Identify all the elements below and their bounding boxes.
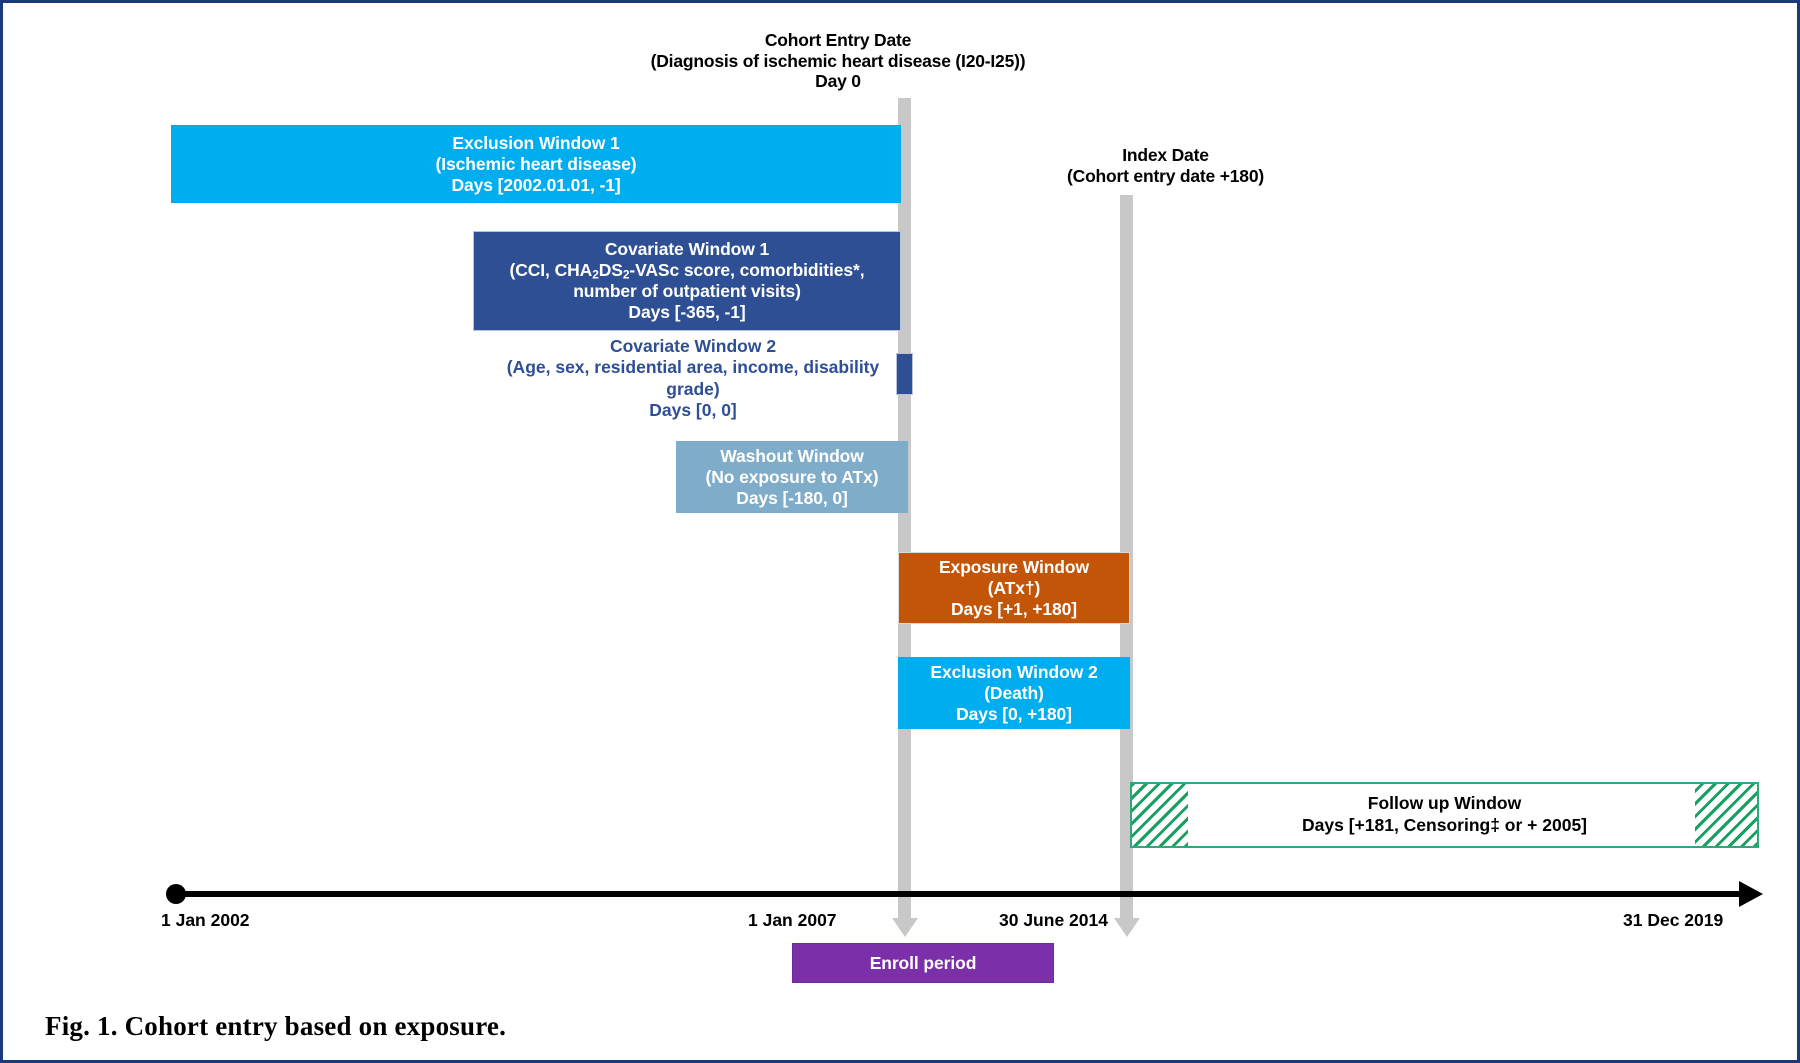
bar-exclusion-window-2[interactable]: Exclusion Window 2 (Death) Days [0, +180… xyxy=(898,657,1130,729)
covariate2-title: Covariate Window 2 xyxy=(609,336,777,356)
cohort-entry-line1: Cohort Entry Date xyxy=(764,30,912,50)
cohort-entry-annotation: Cohort Entry Date (Diagnosis of ischemic… xyxy=(618,30,1058,92)
exclusion2-title: Exclusion Window 2 xyxy=(930,661,1098,682)
followup-hatch-right xyxy=(1695,784,1757,846)
index-date-annotation: Index Date (Cohort entry date +180) xyxy=(968,145,1363,186)
exclusion2-detail: (Death) xyxy=(984,682,1044,703)
bar-covariate-window-1[interactable]: Covariate Window 1 (CCI, CHA2DS2-VASc sc… xyxy=(473,231,901,331)
timeline-start-dot xyxy=(166,884,186,904)
covariate1-detail-line2: number of outpatient visits) xyxy=(573,281,801,302)
cohort-entry-line-arrow xyxy=(891,918,918,937)
index-date-line2: (Cohort entry date +180) xyxy=(1067,165,1264,186)
timeline-tick-label-0: 1 Jan 2002 xyxy=(161,910,250,930)
timeline-axis xyxy=(171,891,1739,897)
timeline-tick-label-3: 31 Dec 2019 xyxy=(1623,910,1724,930)
bar-washout-window[interactable]: Washout Window (No exposure to ATx) Days… xyxy=(676,441,908,513)
followup-days: Days [+181, Censoring‡ or + 2005] xyxy=(1302,815,1587,835)
bar-exposure-window[interactable]: Exposure Window (ATx†) Days [+1, +180] xyxy=(898,552,1130,624)
bar-covariate-window-2[interactable] xyxy=(896,353,913,395)
index-date-line1: Index Date xyxy=(1122,145,1209,165)
covariate1-days: Days [-365, -1] xyxy=(628,302,746,323)
bar-followup-window[interactable]: Follow up Window Days [+181, Censoring‡ … xyxy=(1130,782,1759,848)
timeline-tick-label-1: 1 Jan 2007 xyxy=(748,910,837,930)
cohort-entry-line2: (Diagnosis of ischemic heart disease (I2… xyxy=(650,50,1026,71)
index-date-line-arrow xyxy=(1113,918,1140,937)
exposure-title: Exposure Window xyxy=(938,556,1090,577)
bar-enroll-period[interactable]: Enroll period xyxy=(792,943,1054,983)
followup-hatch-left xyxy=(1132,784,1188,846)
followup-text: Follow up Window Days [+181, Censoring‡ … xyxy=(1302,793,1587,837)
washout-title: Washout Window xyxy=(720,445,864,466)
timeline-end-arrow xyxy=(1739,881,1763,907)
followup-title: Follow up Window xyxy=(1367,793,1522,814)
cohort-entry-line3: Day 0 xyxy=(815,71,861,92)
covariate1-detail-line1: (CCI, CHA2DS2-VASc score, comorbidities*… xyxy=(509,259,865,282)
exposure-days: Days [+1, +180] xyxy=(951,598,1077,619)
covariate2-days: Days [0, 0] xyxy=(649,400,737,421)
covariate2-detail-line2: grade) xyxy=(666,378,720,399)
exclusion2-days: Days [0, +180] xyxy=(956,703,1072,724)
figure-caption: Fig. 1. Cohort entry based on exposure. xyxy=(45,1011,507,1041)
exclusion1-days: Days [2002.01.01, -1] xyxy=(451,174,621,195)
exclusion1-title: Exclusion Window 1 xyxy=(452,132,620,153)
bar-exclusion-window-1[interactable]: Exclusion Window 1 (Ischemic heart disea… xyxy=(171,125,901,203)
washout-days: Days [-180, 0] xyxy=(736,487,848,508)
covariate-window-2-caption: Covariate Window 2 (Age, sex, residentia… xyxy=(493,336,893,421)
covariate2-detail-line1: (Age, sex, residential area, income, dis… xyxy=(506,357,880,378)
enroll-label: Enroll period xyxy=(869,952,977,973)
exclusion1-detail: (Ischemic heart disease) xyxy=(435,153,637,174)
figure-canvas: Cohort Entry Date (Diagnosis of ischemic… xyxy=(3,3,1797,988)
washout-detail: (No exposure to ATx) xyxy=(705,466,879,487)
covariate1-title: Covariate Window 1 xyxy=(604,238,770,259)
timeline-tick-label-2: 30 June 2014 xyxy=(999,910,1108,930)
exposure-detail: (ATx†) xyxy=(987,577,1041,598)
